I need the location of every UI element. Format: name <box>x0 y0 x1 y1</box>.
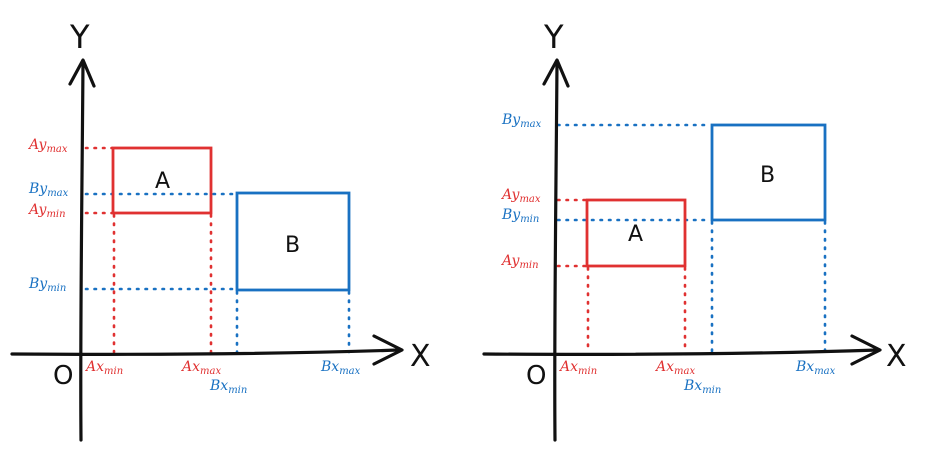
label-ax-min: Axmin <box>84 359 123 377</box>
box-b-label: B <box>760 163 775 188</box>
panel-1: Y X O A B Aymax Bymax Aymin Bymin Axmin … <box>10 18 431 442</box>
box-a <box>585 198 687 268</box>
box-a-label: A <box>628 222 643 247</box>
label-bx-max: Bxmax <box>795 359 836 377</box>
label-bx-max: Bxmax <box>320 359 361 377</box>
y-axis-label: Y <box>69 18 90 56</box>
x-axis-label: X <box>410 339 431 374</box>
origin-label: O <box>526 361 546 391</box>
label-bx-min: Bxmin <box>209 378 247 396</box>
label-bx-min: Bxmin <box>683 378 721 396</box>
label-ay-max: Aymax <box>27 137 68 155</box>
y-axis <box>553 60 559 442</box>
y-axis-label: Y <box>543 18 564 56</box>
label-ax-max: Axmax <box>654 359 695 377</box>
label-by-max: Bymax <box>28 181 69 199</box>
origin-label: O <box>53 361 73 391</box>
label-by-max: Bymax <box>501 112 542 130</box>
panel-2: Y X O A B Bymax Aymax Bymin Aymin Axmin … <box>482 18 907 442</box>
label-by-min: Bymin <box>501 207 539 225</box>
y-axis <box>79 60 85 442</box>
box-b <box>235 191 351 292</box>
label-ax-max: Axmax <box>180 359 221 377</box>
box-a-label: A <box>155 169 170 194</box>
box-b-label: B <box>285 233 300 258</box>
label-ay-min: Aymin <box>27 202 66 220</box>
x-axis <box>10 348 402 356</box>
x-axis <box>482 348 880 356</box>
x-axis-arrow-icon <box>372 334 404 366</box>
label-by-min: Bymin <box>28 276 66 294</box>
label-ay-min: Aymin <box>500 253 539 271</box>
y-axis-arrow-icon <box>542 58 570 88</box>
label-ax-min: Axmin <box>558 359 597 377</box>
y-axis-arrow-icon <box>68 58 96 88</box>
label-ay-max: Aymax <box>500 187 541 205</box>
box-a <box>111 146 213 215</box>
box-b <box>710 123 827 222</box>
x-axis-arrow-icon <box>850 334 882 366</box>
x-axis-label: X <box>886 339 907 374</box>
